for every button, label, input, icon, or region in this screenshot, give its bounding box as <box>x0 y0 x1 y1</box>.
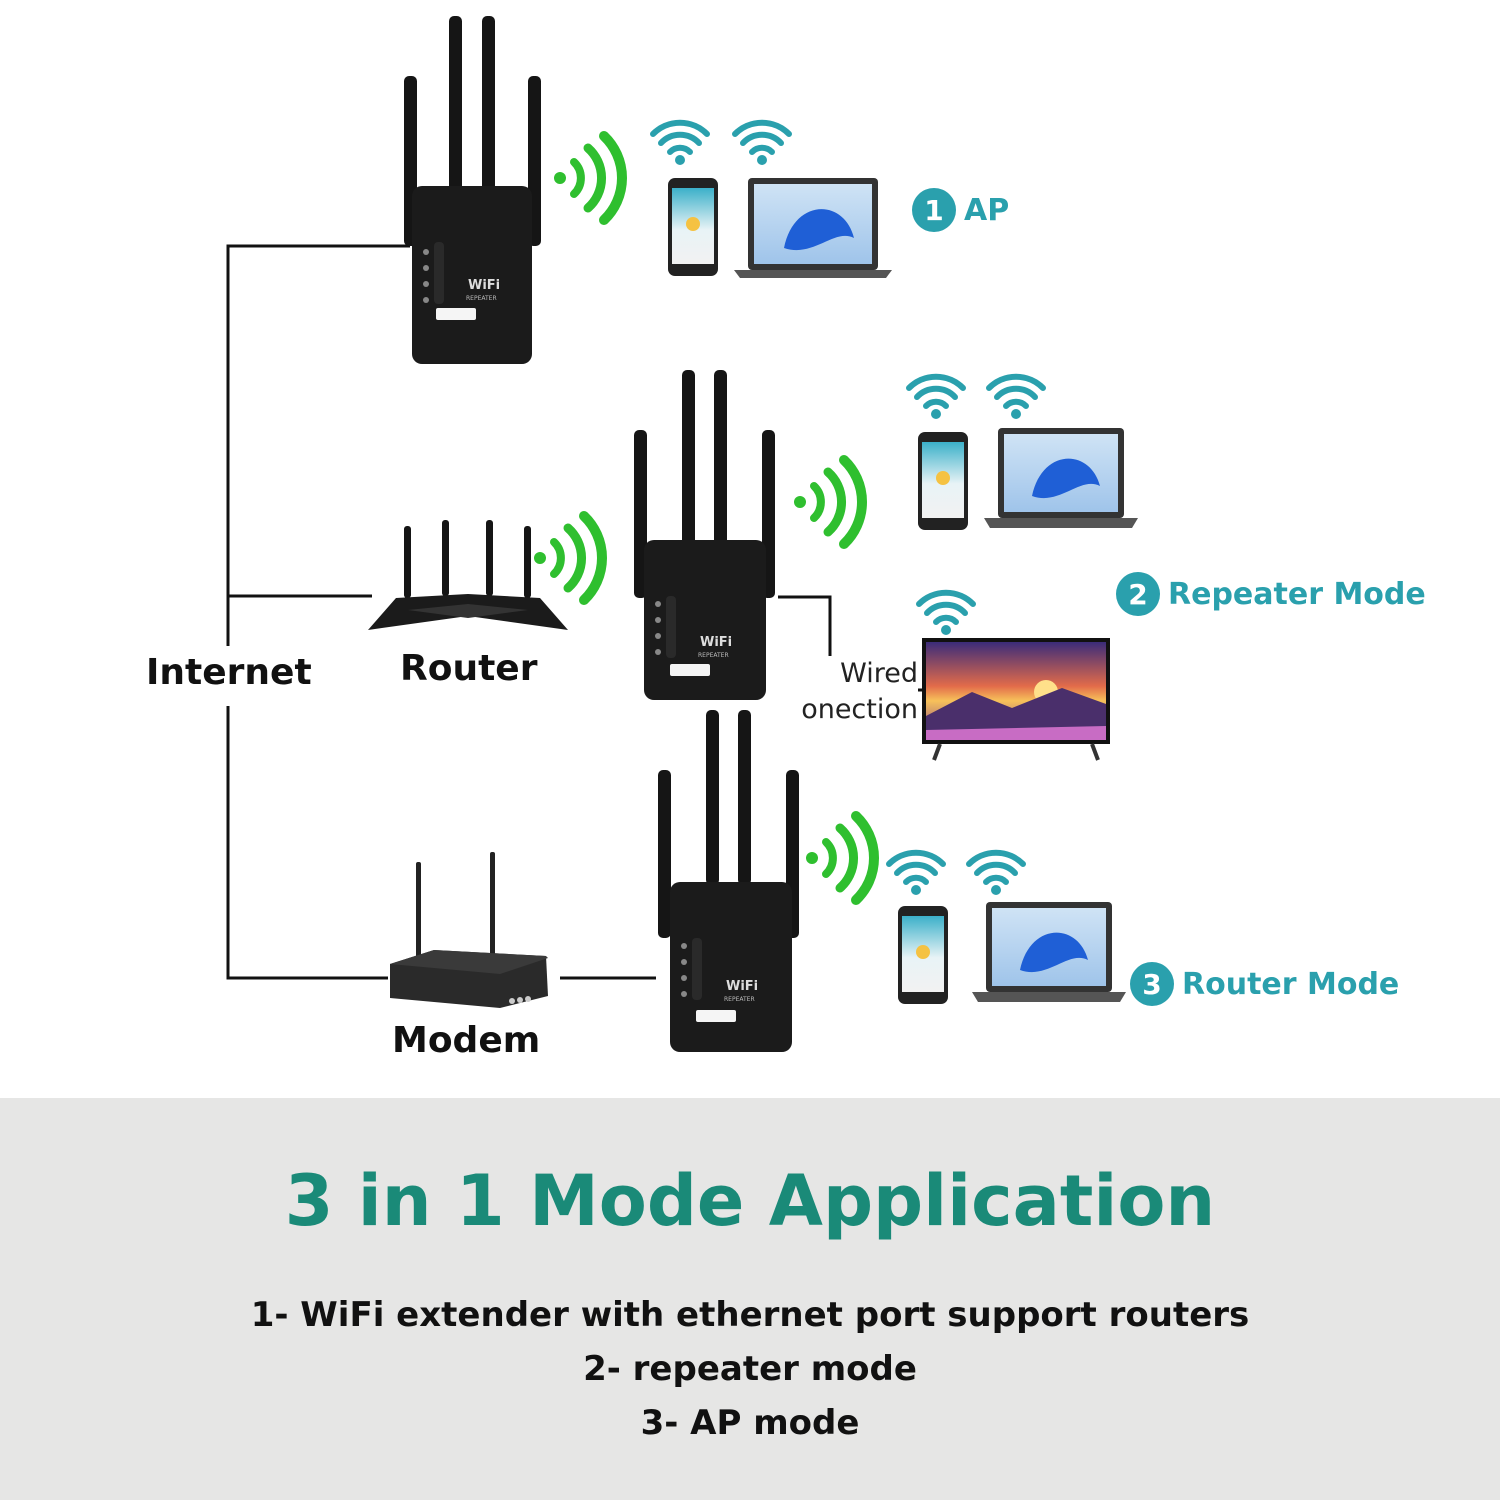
smartphone-icon <box>668 178 718 276</box>
headline-title: 3 in 1 Mode Application <box>284 1160 1216 1242</box>
mode-number-badge: 3 <box>1130 962 1174 1006</box>
wired-connection-label: Wired onection <box>782 656 918 728</box>
svg-text:WiFi: WiFi <box>700 635 732 650</box>
svg-text:WiFi: WiFi <box>468 278 500 293</box>
wireless-signal-icon <box>794 455 867 549</box>
router-label: Router <box>400 648 538 689</box>
laptop-icon <box>972 902 1126 1002</box>
mode-description-item: 2- repeater mode <box>583 1349 917 1389</box>
internet-label: Internet <box>142 652 316 693</box>
mode-number-badge: 2 <box>1116 572 1160 616</box>
wireless-signal-icon <box>554 131 627 225</box>
mode-description-item: 3- AP mode <box>640 1403 860 1443</box>
wifi-icon <box>906 373 966 419</box>
wifi-icon <box>966 849 1026 895</box>
extender-router-mode: WiFi REPEATER <box>658 710 799 1052</box>
wifi-icon <box>916 589 976 635</box>
svg-text:WiFi: WiFi <box>726 979 758 994</box>
description-panel <box>0 1098 1500 1500</box>
extender-ap: WiFi REPEATER <box>404 16 541 364</box>
modem-label: Modem <box>392 1020 541 1061</box>
mode-description-item: 1- WiFi extender with ethernet port supp… <box>250 1295 1250 1335</box>
laptop-icon <box>984 428 1138 528</box>
mode-name: Router Mode <box>1182 966 1400 1002</box>
tv-icon <box>922 638 1110 761</box>
wifi-icon <box>986 373 1046 419</box>
router-device <box>368 520 568 630</box>
mode-label-router: 3 Router Mode <box>1130 962 1399 1006</box>
mode-number-badge: 1 <box>912 188 956 232</box>
wireless-signal-icon <box>534 511 607 605</box>
smartphone-icon <box>898 906 948 1004</box>
wifi-icon <box>886 849 946 895</box>
smartphone-icon <box>918 432 968 530</box>
mode-description-list: 1- WiFi extender with ethernet port supp… <box>0 1288 1500 1450</box>
mode-name: Repeater Mode <box>1168 576 1426 612</box>
wired-label-line1: Wired <box>840 658 918 689</box>
svg-text:REPEATER: REPEATER <box>724 996 755 1003</box>
internet-bus-line <box>226 244 922 980</box>
extender-repeater: WiFi REPEATER <box>634 370 775 700</box>
wireless-signal-icon <box>806 811 879 905</box>
mode-label-ap: 1 AP <box>912 188 1009 232</box>
mode-label-repeater: 2 Repeater Mode <box>1116 572 1426 616</box>
wifi-icon <box>732 119 792 165</box>
svg-text:REPEATER: REPEATER <box>698 652 729 659</box>
laptop-icon <box>734 178 892 278</box>
network-diagram: WiFi REPEATER <box>226 16 1138 1052</box>
modem-device <box>390 852 548 1008</box>
wired-label-line2: onection <box>801 694 918 725</box>
mode-name: AP <box>964 192 1010 228</box>
wifi-icon <box>650 119 710 165</box>
svg-text:REPEATER: REPEATER <box>466 295 497 302</box>
